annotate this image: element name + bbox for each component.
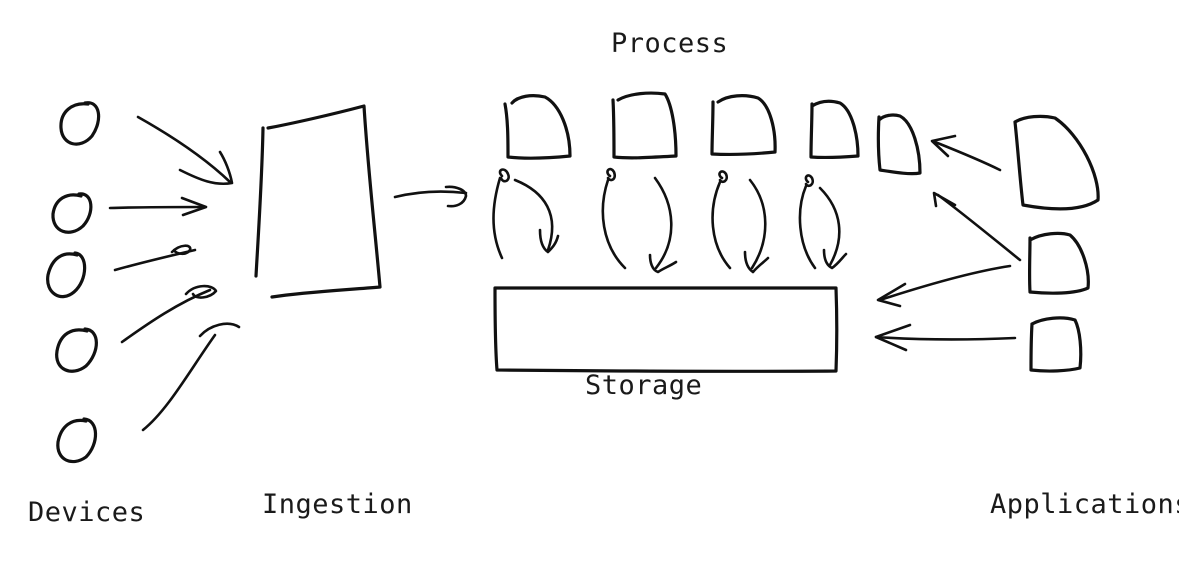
cycle-right-4 (818, 186, 841, 267)
process-group (503, 91, 922, 176)
process-block-3 (710, 94, 777, 156)
process-label: Process (611, 28, 729, 59)
ingestion-box (254, 104, 382, 299)
arrowhead-app3-storage (874, 323, 912, 352)
application-block-3 (1029, 316, 1083, 373)
arrowhead-device3 (170, 244, 192, 256)
device-2 (51, 192, 93, 234)
cycle-head-1 (538, 228, 560, 254)
process-block-5 (876, 113, 922, 176)
cycle-right-3 (748, 178, 767, 270)
cycle-loop-4 (804, 174, 814, 188)
arrow-device1-ingestion (136, 115, 232, 184)
arrow-app2-process (936, 193, 1022, 262)
arrowhead-ingestion-process (444, 185, 468, 208)
device-5 (56, 417, 98, 464)
process-block-1 (503, 94, 572, 160)
cycle-head-2 (648, 253, 678, 274)
device-arrows (108, 115, 241, 432)
arrow-app1-process (933, 140, 1002, 172)
cycle-left-2 (601, 178, 627, 270)
arrowhead-app2-process (932, 191, 957, 208)
cycle-loop-1 (498, 168, 510, 183)
cycle-right-2 (653, 176, 673, 270)
device-3 (46, 251, 87, 299)
application-arrows (874, 134, 1022, 352)
cycle-loop-2 (606, 167, 616, 182)
cycle-head-4 (822, 248, 848, 270)
cycle-loop-3 (718, 170, 728, 184)
devices-group (46, 101, 101, 464)
application-block-2 (1027, 231, 1090, 295)
arrow-device2-ingestion (108, 205, 207, 210)
device-1 (59, 101, 101, 146)
process-block-4 (809, 99, 860, 160)
devices-label: Devices (28, 497, 146, 528)
cycle-right-1 (513, 178, 554, 252)
arrowhead-device1 (178, 150, 234, 186)
ingestion-label: Ingestion (262, 489, 413, 520)
arrow-ingestion-process (393, 190, 468, 199)
cycle-head-3 (743, 250, 770, 274)
storage-box (493, 286, 839, 374)
arrowhead-app2-storage (876, 282, 907, 308)
arrowhead-device5 (198, 322, 241, 338)
storage-label: Storage (585, 370, 703, 401)
application-block-1 (1013, 114, 1100, 211)
arrowhead-app1-process (930, 134, 957, 158)
arrow-device5-ingestion (141, 333, 217, 432)
applications-label: Applications (990, 489, 1179, 520)
cycle-left-3 (711, 180, 732, 270)
arrow-app3-storage (874, 335, 1017, 341)
process-block-2 (611, 91, 678, 160)
arrow-app2-storage (878, 264, 1012, 302)
cycle-left-4 (798, 184, 817, 270)
cycle-left-1 (492, 176, 504, 260)
arrow-device4-ingestion (120, 288, 212, 344)
arrowhead-device2 (180, 196, 208, 217)
applications-group (1013, 114, 1100, 373)
arrowhead-device4 (184, 284, 218, 299)
device-4 (55, 327, 98, 373)
process-storage-arrows (492, 167, 848, 274)
